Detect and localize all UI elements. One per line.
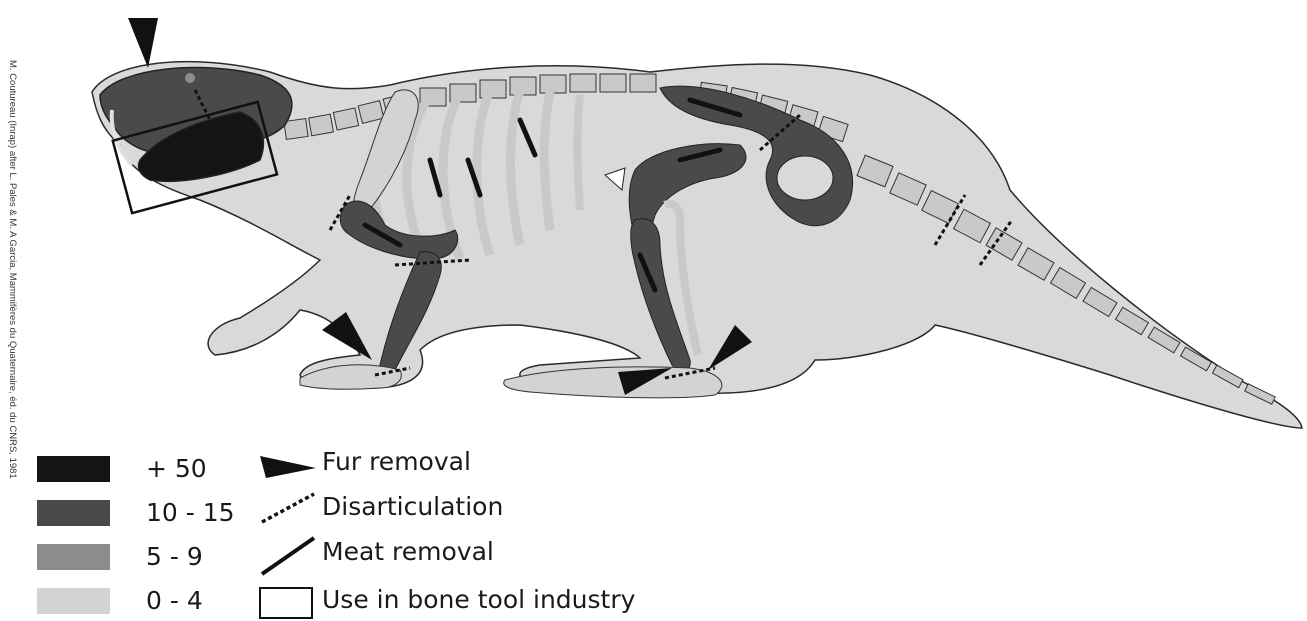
legend-item-plus50: + 50 xyxy=(37,454,207,483)
bone-tool-label: Use in bone tool industry xyxy=(322,585,635,614)
legend-item-5-9: 5 - 9 xyxy=(37,542,203,571)
dotted-line-icon xyxy=(258,490,318,526)
swatch-plus50 xyxy=(37,456,110,482)
fur-removal-label: Fur removal xyxy=(322,447,471,476)
black-triangle-icon xyxy=(258,450,318,480)
legend-item-10-15: 10 - 15 xyxy=(37,498,235,527)
legend-item-0-4: 0 - 4 xyxy=(37,586,203,615)
disarticulation-label: Disarticulation xyxy=(322,492,503,521)
legend-label: 0 - 4 xyxy=(146,586,203,615)
credit-text: M. Coutureau (Inrap) after L. Pales & M.… xyxy=(2,60,18,621)
swatch-5-9 xyxy=(37,544,110,570)
swatch-10-15 xyxy=(37,500,110,526)
solid-line-icon xyxy=(258,534,318,578)
legend-label: 5 - 9 xyxy=(146,542,203,571)
legend-label: + 50 xyxy=(146,454,207,483)
legend-label: 10 - 15 xyxy=(146,498,235,527)
meat-removal-label: Meat removal xyxy=(322,537,494,566)
rectangle-outline-icon xyxy=(258,586,314,620)
orbit xyxy=(185,73,195,83)
obturator-foramen xyxy=(777,156,833,200)
swatch-0-4 xyxy=(37,588,110,614)
